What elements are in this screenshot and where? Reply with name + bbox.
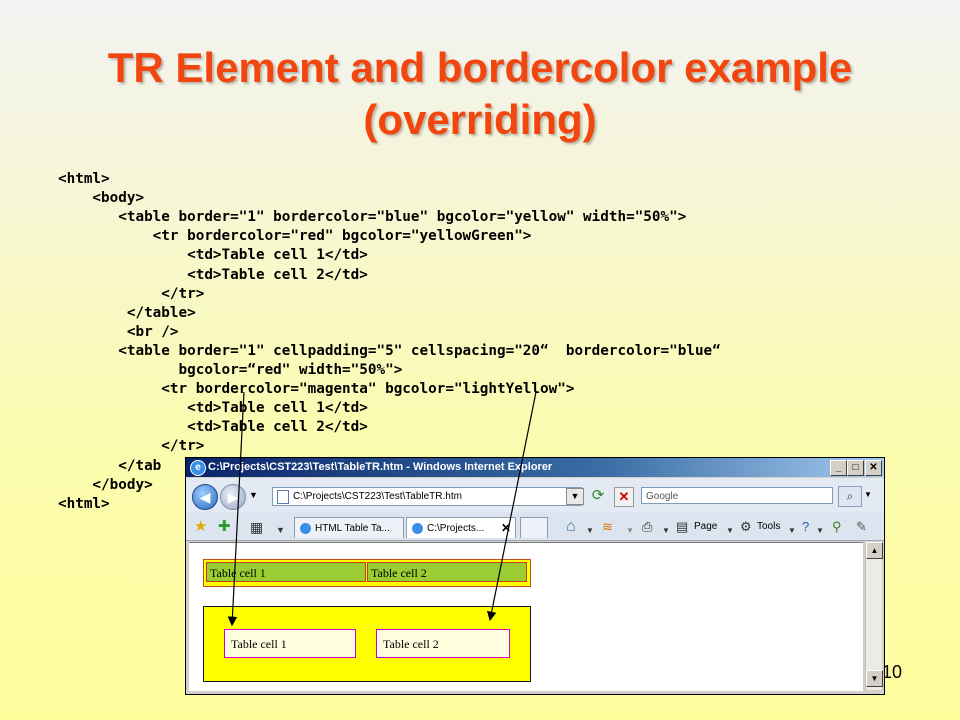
code-line: </table> [58, 304, 196, 321]
tab-list-icon[interactable]: ▼ [276, 525, 285, 535]
quick-tabs-icon[interactable]: ▦ [250, 519, 264, 535]
code-line: <td>Table cell 2</td> [58, 419, 368, 436]
tools-menu-button[interactable]: Tools [757, 521, 781, 532]
feeds-dropdown-icon[interactable]: ▼ [626, 526, 634, 535]
tab-label: HTML Table Ta... [315, 523, 390, 534]
slide-title: TR Element and bordercolor example (over… [0, 42, 960, 146]
code-line: bgcolor=“red" width="50%"> [58, 362, 403, 378]
window-titlebar[interactable]: e C:\Projects\CST223\Test\TableTR.htm - … [186, 458, 884, 477]
rendered-table-1: Table cell 1 Table cell 2 [203, 559, 531, 587]
code-line: <td>Table cell 1</td> [58, 247, 368, 264]
print-icon[interactable]: ⎙ [642, 519, 653, 534]
back-button[interactable]: ◀ [192, 484, 218, 510]
page-dropdown-icon[interactable]: ▼ [726, 526, 734, 535]
feeds-icon[interactable]: ≋ [602, 519, 613, 534]
new-tab-button[interactable] [520, 517, 548, 538]
code-line: <table border="1" bordercolor="blue" bgc… [58, 209, 687, 226]
page-menu-button[interactable]: Page [694, 521, 718, 532]
help-icon[interactable]: ? [802, 519, 810, 534]
scroll-up-arrow-icon[interactable]: ▲ [866, 542, 883, 559]
address-dropdown-button[interactable]: ▼ [566, 488, 584, 505]
address-input[interactable]: C:\Projects\CST223\Test\TableTR.htm [272, 487, 582, 506]
table1-cell-1: Table cell 1 [206, 562, 366, 582]
code-line: <html> [58, 495, 110, 512]
close-button[interactable]: ✕ [865, 460, 882, 476]
table2-cell-1: Table cell 1 [224, 629, 356, 658]
browser-window: e C:\Projects\CST223\Test\TableTR.htm - … [185, 457, 885, 695]
tab-ie-icon [412, 523, 423, 534]
tab-label: C:\Projects... [427, 523, 485, 534]
minimize-button[interactable]: _ [830, 460, 847, 476]
refresh-icon[interactable]: ⟳ [591, 487, 605, 504]
print-dropdown-icon[interactable]: ▼ [662, 526, 670, 535]
window-title: C:\Projects\CST223\Test\TableTR.htm - Wi… [208, 461, 553, 473]
home-dropdown-icon[interactable]: ▼ [586, 526, 594, 535]
code-line: <tr bordercolor="magenta" bgcolor="light… [58, 381, 575, 398]
search-icon[interactable]: ⌕ [838, 486, 862, 507]
forward-button[interactable]: ▶ [220, 484, 246, 510]
maximize-button[interactable]: □ [847, 460, 864, 476]
address-text: C:\Projects\CST223\Test\TableTR.htm [293, 491, 462, 502]
tools-dropdown-icon[interactable]: ▼ [788, 526, 796, 535]
tab-ie-icon [300, 523, 311, 534]
stop-icon[interactable]: ✕ [614, 487, 634, 507]
vertical-scrollbar[interactable]: ▲ ▼ [865, 542, 883, 690]
extras-icon[interactable]: ✎ [856, 519, 867, 534]
table1-cell-2: Table cell 2 [367, 562, 527, 582]
code-line: <td>Table cell 1</td> [58, 400, 368, 417]
page-menu-icon[interactable]: ▤ [676, 519, 689, 534]
code-line: </tr> [58, 285, 205, 302]
code-line: </tab [58, 457, 162, 474]
code-line: <tr bordercolor="red" bgcolor="yellowGre… [58, 228, 532, 245]
title-line-2: (overriding) [363, 96, 597, 143]
table2-cell-2: Table cell 2 [376, 629, 510, 658]
search-input[interactable]: Google [641, 487, 833, 504]
research-icon[interactable]: ⚲ [832, 519, 842, 534]
add-favorite-icon[interactable]: ✚ [218, 518, 231, 535]
tab-html-table[interactable]: HTML Table Ta... [294, 517, 404, 538]
code-line: <table border="1" cellpadding="5" cellsp… [58, 342, 721, 359]
search-options-icon[interactable]: ▼ [864, 490, 872, 499]
tab-projects[interactable]: C:\Projects... ✕ [406, 517, 516, 538]
code-line: <td>Table cell 2</td> [58, 266, 368, 283]
scroll-down-arrow-icon[interactable]: ▼ [866, 670, 883, 687]
code-line: </body> [58, 476, 153, 493]
rendered-table-2: Table cell 1 Table cell 2 [203, 606, 531, 682]
history-dropdown-icon[interactable]: ▼ [249, 490, 258, 500]
home-icon[interactable]: ⌂ [566, 518, 576, 535]
tools-menu-icon[interactable]: ⚙ [740, 519, 752, 534]
code-line: <br /> [58, 323, 179, 340]
title-line-1: TR Element and bordercolor example [107, 44, 853, 91]
tab-row: ★ ✚ ▦ ▼ HTML Table Ta... C:\Projects... … [186, 512, 884, 541]
code-line: <html> [58, 171, 110, 187]
address-bar-row: ◀ ▶ ▼ C:\Projects\CST223\Test\TableTR.ht… [186, 478, 884, 512]
page-icon [277, 490, 289, 504]
ie-logo-icon: e [190, 460, 206, 476]
page-number: 10 [882, 662, 903, 682]
page-viewport: Table cell 1 Table cell 2 Table cell 1 T… [189, 542, 863, 691]
code-line: </tr> [58, 438, 205, 455]
code-line: <body> [58, 190, 145, 207]
help-dropdown-icon[interactable]: ▼ [816, 526, 824, 535]
tab-close-icon[interactable]: ✕ [500, 521, 511, 535]
favorites-star-icon[interactable]: ★ [194, 518, 208, 535]
